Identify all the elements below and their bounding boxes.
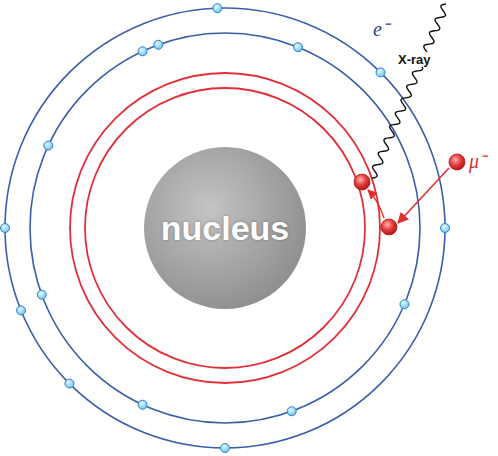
electron [65, 379, 74, 388]
muon-orbit [70, 73, 380, 383]
electron [138, 400, 147, 409]
bound-muon [354, 174, 370, 190]
electron [1, 224, 10, 233]
electron [400, 300, 409, 309]
electron [138, 47, 147, 56]
electron [441, 224, 450, 233]
x-ray-wave [372, 4, 446, 178]
electron [213, 4, 222, 13]
free-muon [449, 154, 465, 170]
electron-orbit [5, 8, 445, 448]
transition-arrow [368, 190, 384, 218]
electron [154, 40, 163, 49]
nucleus: nucleus [143, 146, 307, 310]
orbits [5, 8, 445, 448]
electron [221, 444, 230, 453]
nucleus-circle [144, 147, 306, 309]
electron-orbit [30, 33, 420, 423]
electron [37, 290, 46, 299]
electron [44, 141, 53, 150]
electrons [1, 4, 450, 453]
electron-symbol: e⁻ [371, 18, 391, 40]
capture-arrow [398, 168, 449, 223]
electron [376, 68, 385, 77]
muon-symbol: μ⁻ [467, 150, 488, 172]
bound-muon [381, 219, 397, 235]
electron [17, 306, 26, 315]
muon-orbit [85, 88, 365, 368]
electron [287, 407, 296, 416]
x-ray-label: X-ray [396, 52, 433, 67]
electron [294, 43, 303, 52]
nucleus-label: nucleus [161, 209, 289, 248]
